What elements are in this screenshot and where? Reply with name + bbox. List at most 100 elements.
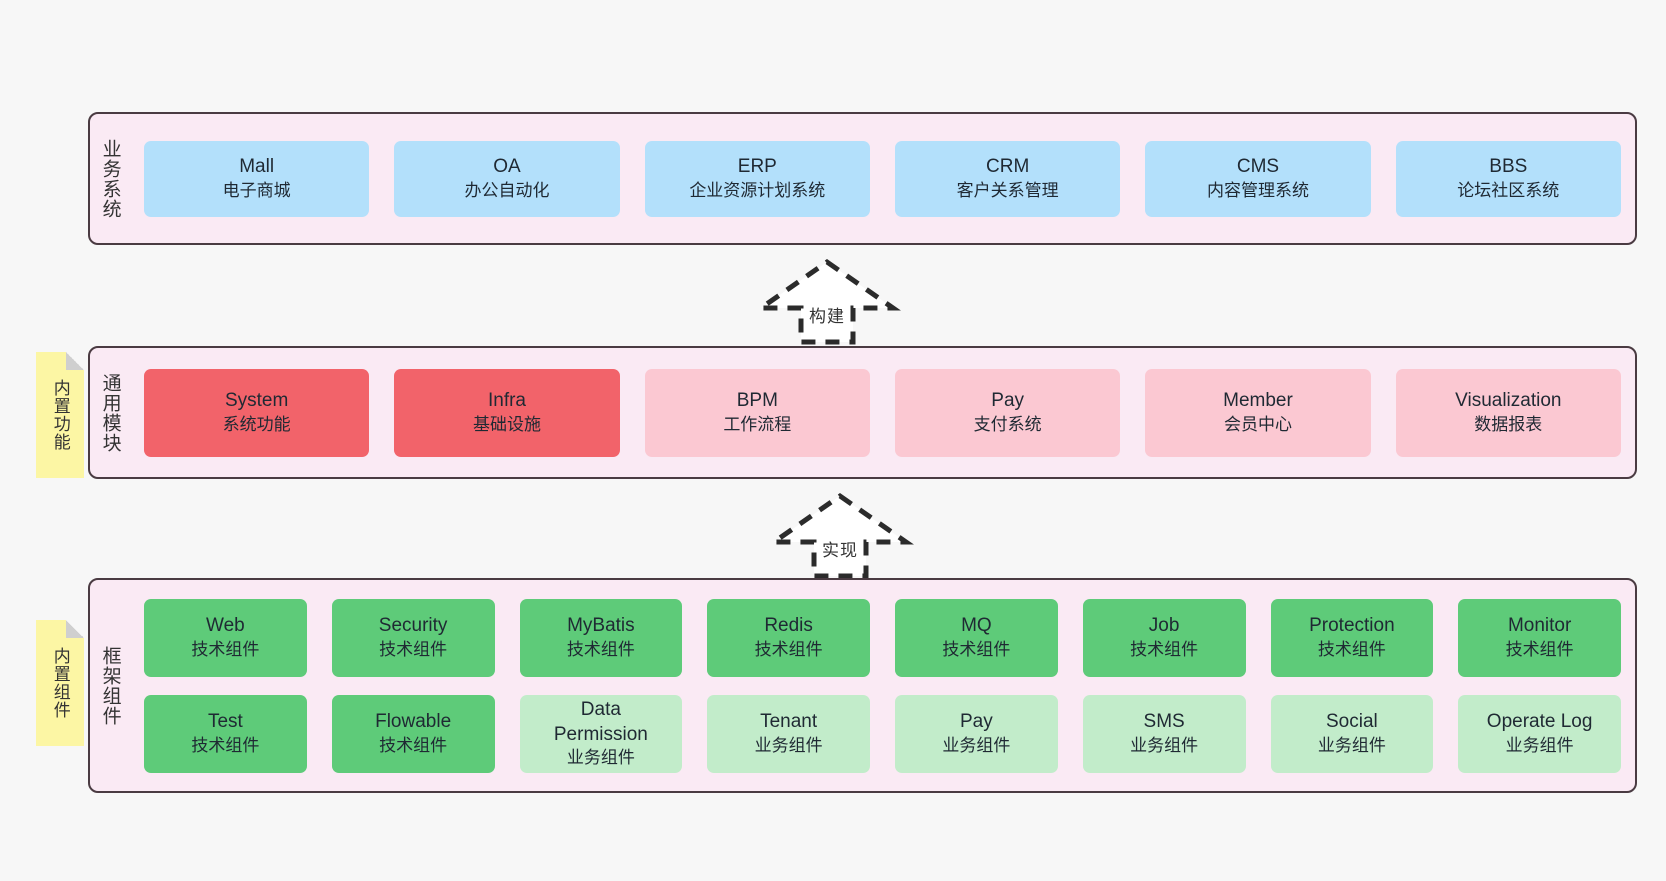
card-tenant[interactable]: Tenant 业务组件 (707, 694, 870, 773)
card-member[interactable]: Member 会员中心 (1145, 368, 1371, 457)
layer-body-framework-component: Web 技术组件 Security 技术组件 MyBatis 技术组件 Redi… (130, 580, 1635, 791)
card-title: System (224, 390, 289, 412)
note-label: 内置组件 (50, 647, 70, 719)
card-test[interactable]: Test 技术组件 (144, 694, 307, 773)
card-title: Job (1148, 615, 1180, 637)
card-subtitle: 办公自动化 (464, 180, 550, 200)
card-title: Pay (960, 711, 993, 733)
card-monitor[interactable]: Monitor 技术组件 (1458, 598, 1621, 677)
card-subtitle: 基础设施 (472, 414, 541, 434)
card-title: Web (206, 615, 245, 637)
card-job[interactable]: Job 技术组件 (1082, 598, 1246, 677)
layer-framework-component: 框架组件 Web 技术组件 Security 技术组件 MyBatis 技术组件… (88, 578, 1637, 793)
card-web[interactable]: Web 技术组件 (144, 598, 307, 677)
note-label: 内置功能 (50, 379, 70, 451)
card-data-permission[interactable]: Data Permission 业务组件 (519, 694, 683, 773)
card-subtitle: 企业资源计划系统 (689, 180, 826, 200)
card-subtitle: 业务组件 (1317, 735, 1386, 755)
layer-business-system: 业务系统 Mall 电子商城 OA 办公自动化 ERP 企业资源计划系统 CRM… (88, 112, 1637, 245)
layer-title-common-module: 通用模块 (99, 372, 121, 453)
card-subtitle: 技术组件 (942, 639, 1011, 659)
connector-label: 构建 (809, 307, 845, 326)
card-row: Test 技术组件 Flowable 技术组件 Data Permission … (144, 694, 1621, 773)
card-title: Pay (991, 390, 1025, 412)
card-subtitle: 支付系统 (973, 414, 1042, 434)
card-social[interactable]: Social 业务组件 (1270, 694, 1434, 773)
card-title: Infra (487, 390, 526, 412)
connector-implement: 实现 (766, 492, 914, 579)
card-subtitle: 业务组件 (942, 735, 1011, 755)
card-title: BPM (736, 390, 778, 412)
card-title: SMS (1143, 711, 1185, 733)
card-subtitle: 技术组件 (1317, 639, 1386, 659)
card-subtitle: 技术组件 (754, 639, 823, 659)
card-subtitle: 业务组件 (1130, 735, 1199, 755)
card-title: Member (1223, 390, 1293, 412)
layer-title-framework-component: 框架组件 (99, 645, 121, 726)
card-title: CMS (1236, 156, 1280, 178)
card-pay-business[interactable]: Pay 业务组件 (895, 694, 1058, 773)
card-protection[interactable]: Protection 技术组件 (1270, 598, 1434, 677)
card-title: Social (1326, 711, 1378, 733)
layer-title-business-system: 业务系统 (99, 138, 121, 219)
card-subtitle: 技术组件 (379, 735, 448, 755)
card-subtitle: 电子商城 (222, 180, 291, 200)
card-erp[interactable]: ERP 企业资源计划系统 (644, 140, 870, 217)
card-title: MQ (961, 615, 992, 637)
card-subtitle: 业务组件 (754, 735, 823, 755)
card-row: Mall 电子商城 OA 办公自动化 ERP 企业资源计划系统 CRM 客户关系… (144, 140, 1621, 217)
card-subtitle: 技术组件 (1505, 639, 1574, 659)
layer-body-business-system: Mall 电子商城 OA 办公自动化 ERP 企业资源计划系统 CRM 客户关系… (130, 114, 1635, 243)
card-oa[interactable]: OA 办公自动化 (394, 140, 620, 217)
card-subtitle: 业务组件 (566, 747, 635, 767)
card-infra[interactable]: Infra 基础设施 (394, 368, 620, 457)
card-crm[interactable]: CRM 客户关系管理 (894, 140, 1121, 217)
card-title: Test (207, 711, 243, 733)
card-row: System 系统功能 Infra 基础设施 BPM 工作流程 Pay 支付系统… (144, 368, 1621, 457)
card-redis[interactable]: Redis 技术组件 (707, 598, 870, 677)
card-sms[interactable]: SMS 业务组件 (1082, 694, 1246, 773)
card-bbs[interactable]: BBS 论坛社区系统 (1395, 140, 1621, 217)
card-mall[interactable]: Mall 电子商城 (144, 140, 370, 217)
card-flowable[interactable]: Flowable 技术组件 (331, 694, 495, 773)
card-subtitle: 系统功能 (222, 414, 291, 434)
card-subtitle: 技术组件 (191, 639, 260, 659)
dashed-block-arrow-up-icon (766, 492, 914, 579)
card-subtitle: 会员中心 (1223, 414, 1292, 434)
card-cms[interactable]: CMS 内容管理系统 (1145, 140, 1371, 217)
card-subtitle: 数据报表 (1474, 414, 1543, 434)
card-title-line2: Permission (553, 723, 648, 745)
card-subtitle: 技术组件 (191, 735, 260, 755)
card-title: Data (580, 699, 621, 721)
card-bpm[interactable]: BPM 工作流程 (644, 368, 870, 457)
card-pay[interactable]: Pay 支付系统 (894, 368, 1121, 457)
note-builtin-component: 内置组件 (36, 620, 84, 746)
layer-common-module: 通用模块 System 系统功能 Infra 基础设施 BPM 工作流程 Pay… (88, 346, 1637, 479)
card-operate-log[interactable]: Operate Log 业务组件 (1458, 694, 1621, 773)
card-title: Redis (764, 615, 813, 637)
card-title: CRM (986, 156, 1030, 178)
card-title: Operate Log (1486, 711, 1593, 733)
card-row: Web 技术组件 Security 技术组件 MyBatis 技术组件 Redi… (144, 598, 1621, 677)
card-mq[interactable]: MQ 技术组件 (895, 598, 1058, 677)
card-subtitle: 论坛社区系统 (1457, 180, 1560, 200)
card-mybatis[interactable]: MyBatis 技术组件 (519, 598, 683, 677)
layer-body-common-module: System 系统功能 Infra 基础设施 BPM 工作流程 Pay 支付系统… (130, 348, 1635, 477)
card-title: ERP (737, 156, 777, 178)
connector-build: 构建 (753, 258, 901, 345)
card-security[interactable]: Security 技术组件 (331, 598, 495, 677)
card-title: Protection (1309, 615, 1395, 637)
card-visualization[interactable]: Visualization 数据报表 (1395, 368, 1621, 457)
card-title: Security (378, 615, 448, 637)
card-title: Tenant (760, 711, 818, 733)
card-subtitle: 工作流程 (723, 414, 792, 434)
card-title: Monitor (1507, 615, 1572, 637)
card-title: Flowable (375, 711, 452, 733)
card-title: OA (493, 156, 521, 178)
card-system[interactable]: System 系统功能 (144, 368, 370, 457)
card-subtitle: 技术组件 (1130, 639, 1199, 659)
card-subtitle: 技术组件 (379, 639, 448, 659)
card-subtitle: 内容管理系统 (1206, 180, 1309, 200)
card-title: BBS (1489, 156, 1528, 178)
